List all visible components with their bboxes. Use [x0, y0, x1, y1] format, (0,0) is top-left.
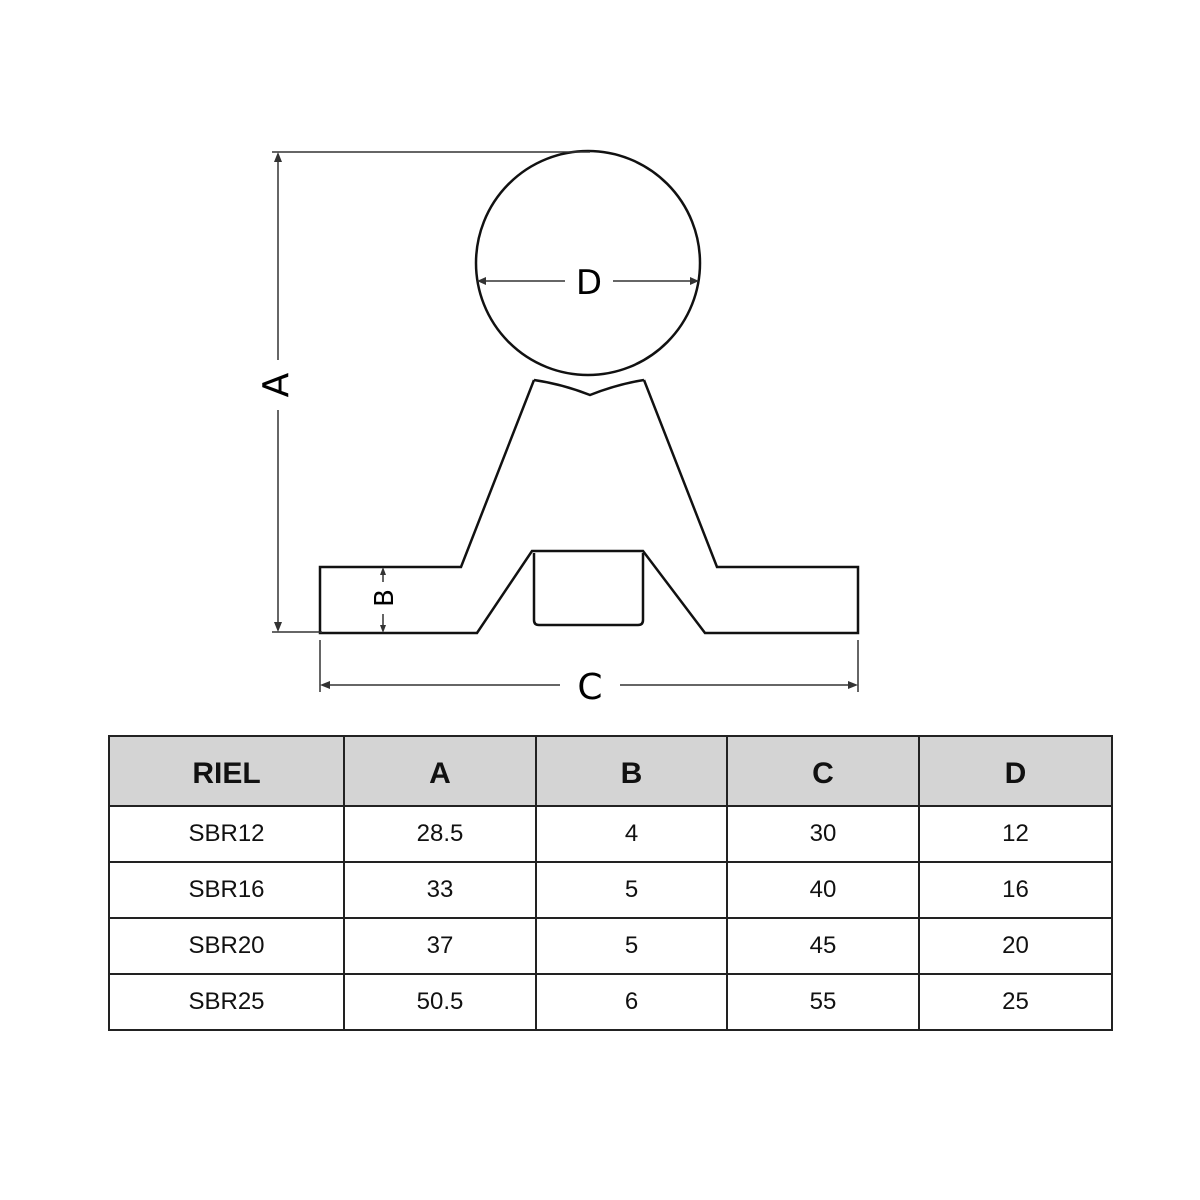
table-cell: 33 [343, 861, 537, 919]
table-row: SBR20 37 5 45 20 [108, 917, 1113, 975]
dimension-c: C [319, 640, 859, 708]
table-cell: 50.5 [343, 973, 537, 1031]
table-cell: 5 [535, 861, 728, 919]
table-cell: SBR16 [108, 861, 345, 919]
rail-saddle-curve [533, 378, 645, 397]
dimension-a-label: A [256, 372, 297, 397]
table-cell: 5 [535, 917, 728, 975]
table-cell: 45 [726, 917, 920, 975]
dimension-b: B [370, 567, 400, 633]
header-riel: RIEL [108, 735, 345, 807]
table-cell: 20 [918, 917, 1113, 975]
rail-shaft-circle [474, 149, 702, 377]
dimension-d-label: D [576, 263, 602, 303]
base-slot-outline [532, 553, 645, 627]
header-d: D [918, 735, 1113, 807]
table-cell: 6 [535, 973, 728, 1031]
table-cell: SBR20 [108, 917, 345, 975]
table-cell: 30 [726, 805, 920, 863]
header-b: B [535, 735, 728, 807]
table-row: SBR12 28.5 4 30 12 [108, 805, 1113, 863]
rail-support-outline [318, 379, 860, 635]
dimension-a: A [256, 151, 590, 633]
table-cell: 12 [918, 805, 1113, 863]
dimension-d: D [477, 263, 699, 303]
dimension-b-label: B [370, 589, 400, 607]
table-cell: 40 [726, 861, 920, 919]
table-row: SBR25 50.5 6 55 25 [108, 973, 1113, 1031]
header-a: A [343, 735, 537, 807]
rail-profile-drawing: A B C D [256, 149, 860, 708]
table-cell: 4 [535, 805, 728, 863]
table-row: SBR16 33 5 40 16 [108, 861, 1113, 919]
table-cell: 37 [343, 917, 537, 975]
table-cell: 25 [918, 973, 1113, 1031]
dimension-c-label: C [577, 667, 602, 708]
table-header-row: RIEL A B C D [108, 735, 1113, 807]
header-c: C [726, 735, 920, 807]
table-cell: 28.5 [343, 805, 537, 863]
table-cell: 16 [918, 861, 1113, 919]
table-cell: SBR12 [108, 805, 345, 863]
dimensions-table: RIEL A B C D SBR12 28.5 4 30 12 SBR16 33… [108, 735, 1113, 1031]
table-cell: 55 [726, 973, 920, 1031]
table-cell: SBR25 [108, 973, 345, 1031]
